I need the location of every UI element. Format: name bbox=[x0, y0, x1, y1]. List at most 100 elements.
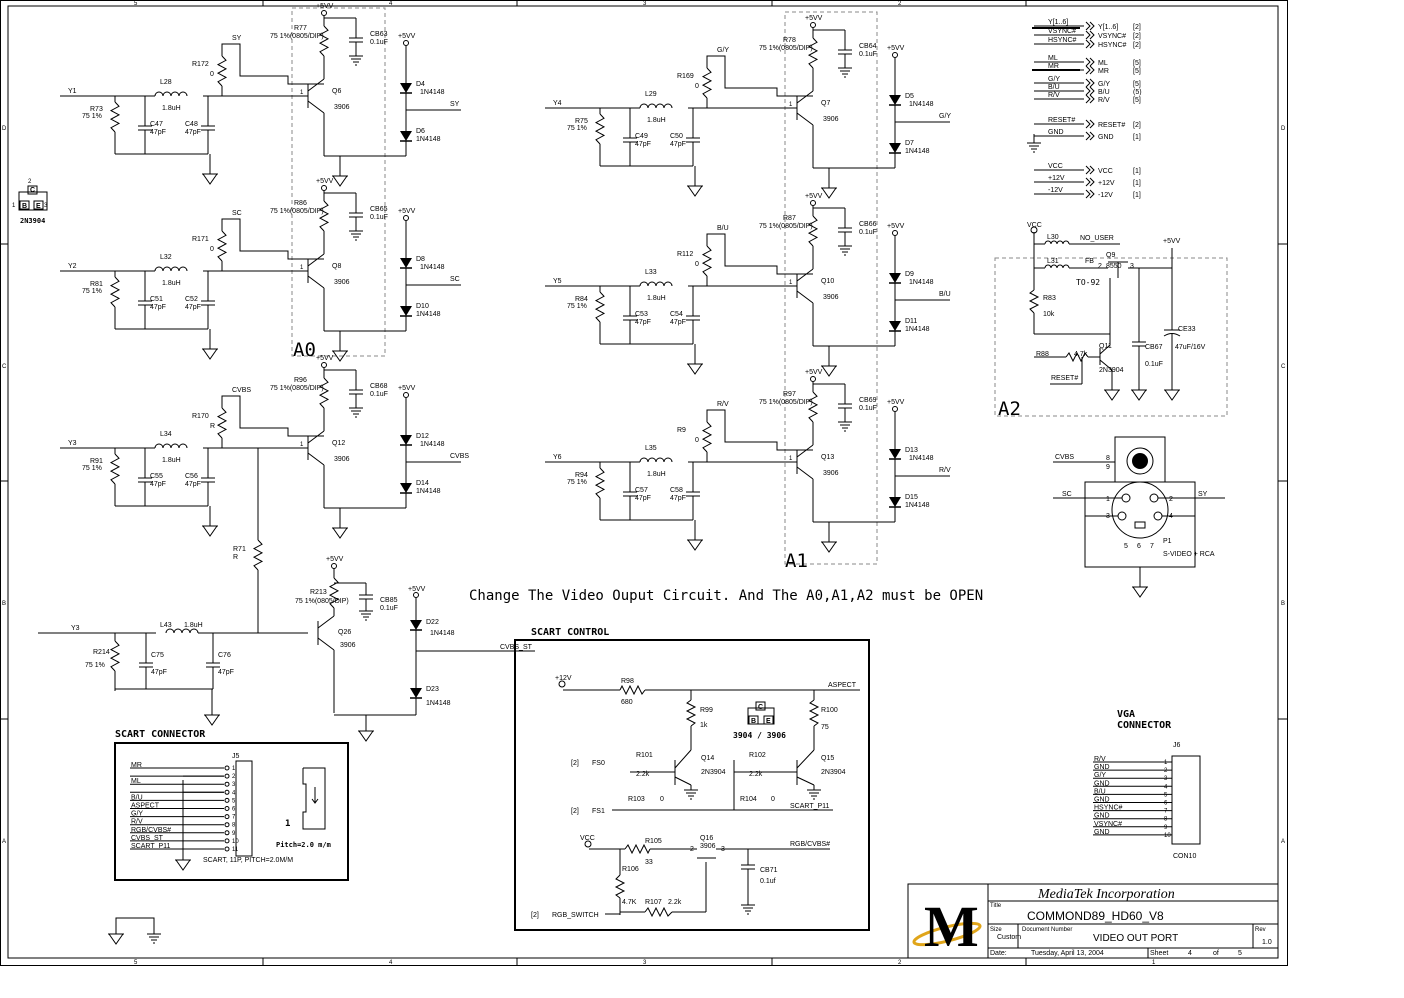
port-arrow-icon bbox=[1089, 189, 1095, 199]
svideo-pin7: 7 bbox=[1150, 543, 1154, 550]
pin-terminal bbox=[224, 846, 230, 852]
port-ref: [2] bbox=[1133, 33, 1141, 40]
a2-reset-circuit: VCC L30 NO_USER L31 FB Q9 8550 2 3 TO-92… bbox=[1027, 222, 1206, 401]
r99-label: R99 bbox=[700, 707, 713, 714]
pin-number: 10 bbox=[1164, 833, 1171, 839]
of-value: 5 bbox=[1238, 950, 1242, 957]
transistor-value: 3906 bbox=[823, 294, 839, 301]
inductor-value: 1.8uH bbox=[162, 457, 181, 464]
pin-signal: G/Y bbox=[131, 811, 143, 818]
pin-signal: GND bbox=[1094, 764, 1110, 771]
transistor-label: Q13 bbox=[821, 454, 834, 461]
pin-number: 6 bbox=[1164, 801, 1168, 807]
diode-vcc-terminal bbox=[892, 406, 898, 412]
vcc-label: +5VV bbox=[805, 193, 823, 200]
port-vsync-: VSYNC#VSYNC#[2] bbox=[1034, 28, 1141, 40]
resistor-icon bbox=[807, 37, 819, 69]
wire bbox=[221, 218, 324, 260]
inductor-value: 1.8uH bbox=[647, 117, 666, 124]
transistor-pin-1: 1 bbox=[789, 102, 793, 108]
resistor-icon bbox=[252, 539, 264, 571]
series-resistor-label: R9 bbox=[677, 427, 686, 434]
diode-vcc-label: +5VV bbox=[398, 33, 416, 40]
cap2-value: 47pF bbox=[185, 304, 201, 311]
input-net-Y3: Y3 bbox=[68, 440, 77, 447]
bias-resistor-label: R97 bbox=[783, 391, 796, 398]
transistor-value: 3906 bbox=[823, 116, 839, 123]
port-net-label: MR bbox=[1048, 63, 1059, 70]
cap2-value: 47pF bbox=[670, 141, 686, 148]
fs1-ref: [2] bbox=[571, 808, 579, 815]
bias-resistor-value: 75 1%(0805/DIP) bbox=[759, 223, 813, 230]
diode-vcc-label: +5VV bbox=[398, 208, 416, 215]
series-net-label: B/U bbox=[717, 225, 729, 232]
pkg-pin-e: E bbox=[36, 203, 41, 210]
wire bbox=[221, 43, 324, 85]
border-row-c: C bbox=[2, 364, 7, 370]
pin-number: 7 bbox=[232, 815, 236, 821]
input-net-Y4: Y4 bbox=[553, 100, 562, 107]
port-net-label: +12V bbox=[1048, 175, 1065, 182]
port-name: +12V bbox=[1098, 180, 1115, 187]
port-name: RESET# bbox=[1098, 122, 1125, 129]
r71-value: R bbox=[233, 554, 238, 561]
bypass-cap-label: CB69 bbox=[859, 397, 877, 404]
chassis-ground-icon bbox=[837, 421, 853, 432]
diode-vcc-terminal bbox=[892, 52, 898, 58]
svideo-pin4: 4 bbox=[1169, 513, 1173, 520]
r-term-label: R75 bbox=[575, 118, 588, 125]
r-term-label: R94 bbox=[575, 472, 588, 479]
port-net-label: Y[1..6] bbox=[1048, 19, 1068, 26]
r88-label: R88 bbox=[1036, 351, 1049, 358]
port-ref: [1] bbox=[1133, 168, 1141, 175]
date-value: Tuesday, April 13, 2004 bbox=[1031, 950, 1104, 957]
border-col-5: 5 bbox=[134, 1, 138, 7]
port-ref: [2] bbox=[1133, 42, 1141, 49]
rgb-switch-port: RGB_SWITCH bbox=[552, 912, 599, 919]
diode2-label: D23 bbox=[426, 686, 439, 693]
chassis-ground-icon bbox=[837, 67, 853, 78]
resistor-icon bbox=[318, 377, 330, 409]
resistor-icon bbox=[807, 391, 819, 423]
resistor-icon bbox=[318, 200, 330, 232]
diode-icon bbox=[399, 257, 413, 269]
no-user-net: NO_USER bbox=[1080, 235, 1114, 242]
scart-pin-1: 1MR bbox=[130, 762, 236, 772]
rev-label: Rev bbox=[1255, 927, 1266, 933]
scart-p11-net: SCART_P11 bbox=[790, 803, 830, 810]
bypass-cap-label: CB85 bbox=[380, 597, 398, 604]
bias-resistor-value: 75 1%(0805/DIP) bbox=[759, 45, 813, 52]
cb67-value: 0.1uF bbox=[1145, 361, 1163, 368]
series-net-label: SY bbox=[232, 35, 242, 42]
bias-resistor-label: R96 bbox=[294, 377, 307, 384]
r103-value: 0 bbox=[660, 796, 664, 803]
transistor-label: Q26 bbox=[338, 629, 351, 636]
size-label: Size bbox=[990, 927, 1002, 933]
pkg-pin-1: 1 bbox=[12, 203, 16, 209]
resistor-icon bbox=[701, 67, 713, 99]
pin-signal: ML bbox=[131, 778, 141, 785]
diode-icon bbox=[399, 305, 413, 317]
cap1-label: C49 bbox=[635, 133, 648, 140]
port-name: G/Y bbox=[1098, 81, 1110, 88]
cap2-value: 47pF bbox=[185, 481, 201, 488]
r100-label: R100 bbox=[821, 707, 838, 714]
inductor-label: L32 bbox=[160, 254, 172, 261]
border-row-b-right: B bbox=[1281, 601, 1285, 607]
r-term-value: 75 1% bbox=[567, 303, 587, 310]
port-arrow-icon bbox=[1089, 65, 1095, 75]
ground-icon bbox=[686, 363, 704, 375]
fb-label: FB bbox=[1085, 258, 1094, 265]
pkg-pin-2: 2 bbox=[28, 179, 32, 185]
scart-pin-8: 8R/V bbox=[130, 819, 236, 829]
pin-number: 3 bbox=[1164, 776, 1168, 782]
chassis-ground-icon bbox=[837, 245, 853, 256]
series-resistor-value: 0 bbox=[695, 83, 699, 90]
diode1-label: D4 bbox=[416, 81, 425, 88]
r101-label: R101 bbox=[636, 752, 653, 759]
